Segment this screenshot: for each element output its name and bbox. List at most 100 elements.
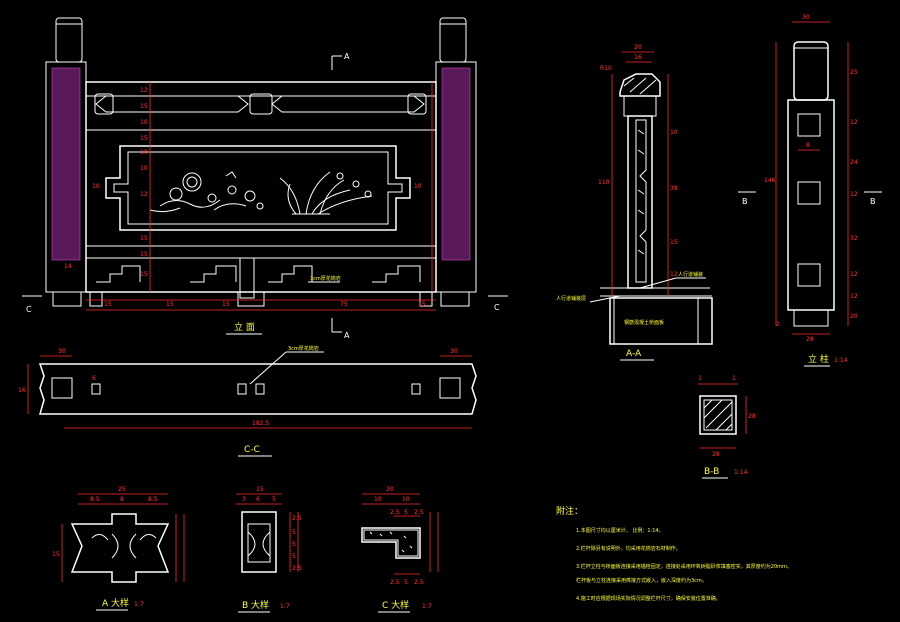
dim-h-8: 15 — [140, 251, 148, 258]
elevation-view: 12 15 10 15 10 10 12 15 15 15 14 10 10 1… — [22, 17, 508, 340]
detail-a-view: 25 8.5 8 8.5 15 A 大样 1:7 — [52, 486, 185, 611]
svg-text:20: 20 — [850, 313, 858, 320]
svg-text:15: 15 — [104, 301, 112, 308]
aa-note-layer: 人行道铺装层 — [556, 295, 586, 302]
detail-c-outline — [361, 527, 421, 559]
step-block-1 — [96, 265, 141, 283]
svg-text:1: 1 — [732, 375, 736, 382]
svg-text:5: 5 — [404, 509, 408, 516]
column-cap — [793, 41, 829, 101]
section-mark-c-right: C — [494, 303, 500, 312]
svg-text:12: 12 — [670, 271, 678, 278]
svg-text:2: 2 — [776, 321, 780, 328]
detail-b-outline — [241, 511, 277, 573]
dim-h-2: 10 — [140, 119, 148, 126]
detail-a-outline — [70, 513, 170, 583]
section-bb-outline — [699, 395, 737, 435]
svg-text:28: 28 — [806, 336, 814, 343]
svg-text:5: 5 — [292, 553, 296, 560]
left-column-cap — [55, 17, 83, 63]
elevation-label: 立 面 — [234, 321, 255, 333]
section-mark-a-bottom: A — [344, 331, 350, 340]
right-column-inlay — [441, 67, 471, 261]
svg-text:2.5: 2.5 — [390, 509, 400, 516]
detail-c-view: 20 10 10 2.5 5 2.5 2.5 5 2.5 C 大样 1:7 — [361, 486, 439, 613]
carved-panel-outer — [105, 145, 411, 231]
right-column-cap — [439, 17, 467, 63]
svg-text:15: 15 — [222, 301, 230, 308]
dim-h-9: 15 — [140, 271, 148, 278]
dim-w-left: 10 — [92, 183, 100, 190]
plan-note: 3cm厚花岗岩 — [288, 345, 319, 352]
plan-cc-label: C-C — [244, 445, 260, 455]
note-line-1: 1.本图尺寸均以厘米计， 比例：1:14。 — [576, 527, 664, 534]
dim-h-5: 10 — [140, 165, 148, 172]
svg-text:15: 15 — [52, 551, 60, 558]
note-line-4: 栏杆板与立柱连接采用榫接方式嵌入，嵌入深度约为3cm。 — [576, 577, 707, 584]
detail-b-right-dims: 2.5 5 5 5 2.5 — [292, 515, 302, 572]
column-label: 立 柱 — [808, 353, 829, 365]
aa-dim-width: 20 — [634, 44, 642, 51]
column-dim-height: 146 — [764, 177, 776, 184]
section-aa-post — [627, 115, 653, 289]
column-right-dims: 25 12 24 12 32 12 12 20 — [850, 69, 858, 320]
detail-b-scale: 1:7 — [280, 603, 290, 610]
svg-text:10: 10 — [374, 496, 382, 503]
svg-text:75: 75 — [340, 301, 348, 308]
dim-h-6: 12 — [140, 191, 148, 198]
detail-b-view: 15 3 6 5 2.5 5 5 5 2.5 B 大样 1:7 — [236, 486, 302, 613]
plan-socket-right — [439, 377, 461, 399]
svg-text:12: 12 — [850, 119, 858, 126]
svg-text:15: 15 — [418, 301, 426, 308]
column-scale: 1:14 — [834, 357, 848, 364]
aa-note-slab: 钢筋混凝土桥面板 — [624, 319, 664, 326]
column-section-mark-right: B — [870, 197, 876, 206]
dim-w-right: 10 — [414, 183, 422, 190]
note-line-2: 2.栏杆除另有说明外，均采用花岗岩石材制作。 — [576, 545, 681, 552]
elevation-bottom-dims: 15 15 15 75 15 — [104, 301, 426, 308]
orchid-carving — [279, 171, 373, 215]
svg-text:25: 25 — [118, 486, 126, 493]
svg-text:5: 5 — [272, 496, 276, 503]
svg-text:15: 15 — [670, 239, 678, 246]
svg-text:2.5: 2.5 — [292, 565, 302, 572]
carved-panel-inner — [113, 151, 403, 225]
left-column-inlay — [51, 67, 81, 261]
svg-text:12: 12 — [850, 191, 858, 198]
detail-c-label: C 大样 — [382, 599, 409, 611]
svg-text:24: 24 — [850, 159, 858, 166]
section-mark-c-left: C — [26, 305, 32, 314]
dim-h-1: 15 — [140, 103, 148, 110]
svg-text:12: 12 — [850, 293, 858, 300]
svg-text:1: 1 — [698, 375, 702, 382]
svg-text:38: 38 — [670, 185, 678, 192]
svg-text:10: 10 — [402, 496, 410, 503]
column-shaft — [787, 99, 835, 311]
dim-h-4: 10 — [140, 149, 148, 156]
svg-text:2.5: 2.5 — [390, 579, 400, 586]
dim-h-7: 15 — [140, 235, 148, 242]
svg-text:2.5: 2.5 — [414, 509, 424, 516]
svg-text:20: 20 — [386, 486, 394, 493]
svg-text:8.5: 8.5 — [90, 496, 100, 503]
dim-h-0: 12 — [140, 87, 148, 94]
section-bb-label: B-B — [704, 467, 719, 477]
detail-a-scale: 1:7 — [134, 601, 144, 608]
top-rail-cutout-right — [271, 95, 425, 113]
section-aa-view: 20 16 R10 110 10 38 15 12 人行道铺装 人行道铺装层 钢… — [556, 44, 713, 361]
notes-block: 附注： 1.本图尺寸均以厘米计， 比例：1:14。 2.栏杆除另有说明外，均采用… — [556, 505, 792, 602]
svg-text:12: 12 — [850, 271, 858, 278]
svg-text:6: 6 — [256, 496, 260, 503]
svg-text:15: 15 — [166, 301, 174, 308]
bb-dim-w: 28 — [712, 451, 720, 458]
svg-text:5: 5 — [292, 541, 296, 548]
bb-dim-h: 28 — [748, 413, 756, 420]
elevation-height-dims: 12 15 10 15 10 10 12 15 15 15 14 — [64, 87, 148, 278]
svg-text:25: 25 — [850, 69, 858, 76]
note-line-3: 3.栏杆立柱与桥面板连接采用锚栓固定，连接处采用环氧树脂砂浆填塞密实，其厚度约为… — [576, 563, 792, 570]
detail-c-scale: 1:7 — [422, 603, 432, 610]
aa-dim-r: R10 — [600, 65, 612, 72]
svg-text:2.5: 2.5 — [414, 579, 424, 586]
svg-text:15: 15 — [256, 486, 264, 493]
